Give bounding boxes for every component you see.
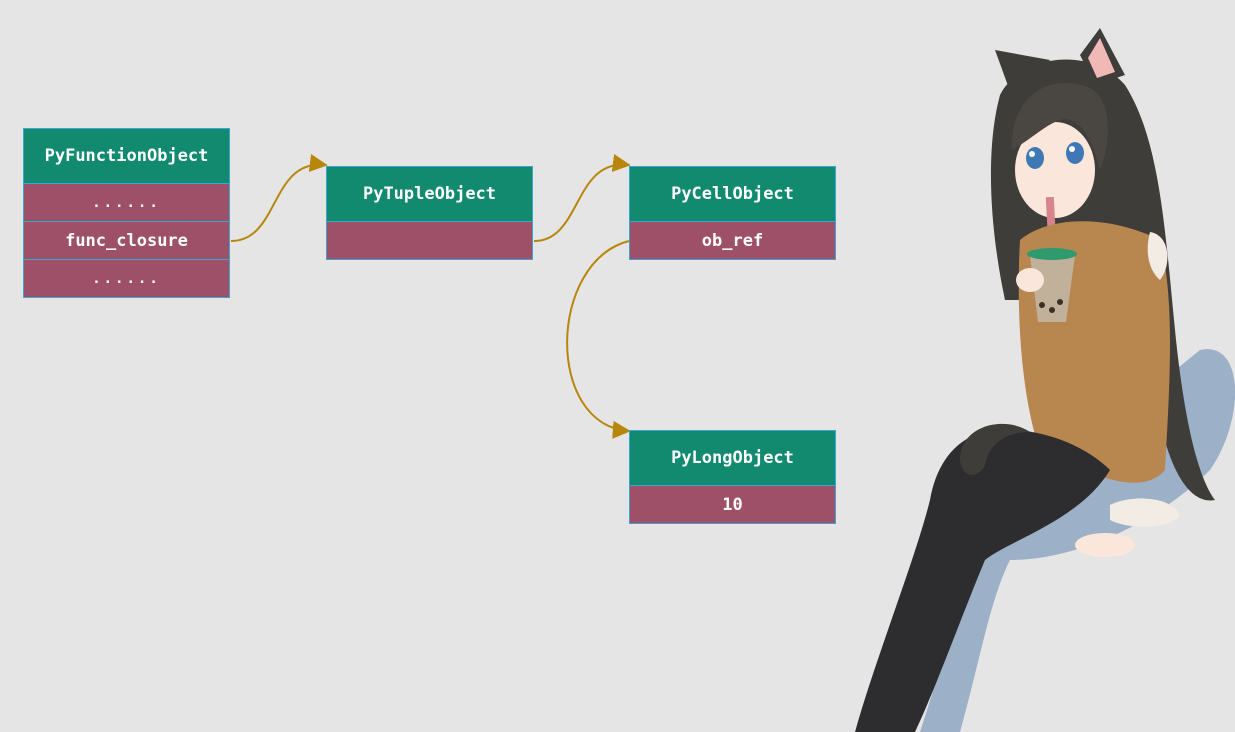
pytupleobject-field-0 xyxy=(326,222,533,260)
pyfunctionobject-field-func-closure: func_closure xyxy=(23,222,230,260)
fur-trim xyxy=(1147,232,1168,280)
pyfunctionobject-field-ellipsis-bottom: ...... xyxy=(23,260,230,298)
cat-ear-left xyxy=(995,50,1050,105)
arrow-func-closure-to-tuple xyxy=(230,154,328,242)
pycellobject-header: PyCellObject xyxy=(629,166,836,222)
arrow-ob-ref-to-long xyxy=(566,240,631,439)
pytupleobject-box: PyTupleObject xyxy=(326,166,533,260)
tail xyxy=(960,423,1030,476)
pyfunctionobject-header: PyFunctionObject xyxy=(23,128,230,184)
pyfunctionobject-box: PyFunctionObject ...... func_closure ...… xyxy=(23,128,230,298)
pylongobject-box: PyLongObject 10 xyxy=(629,430,836,524)
pytupleobject-header: PyTupleObject xyxy=(326,166,533,222)
pylongobject-field-value: 10 xyxy=(629,486,836,524)
pycellobject-box: PyCellObject ob_ref xyxy=(629,166,836,260)
pycellobject-field-ob-ref: ob_ref xyxy=(629,222,836,260)
eye-right xyxy=(1066,142,1084,164)
legs xyxy=(855,429,1110,732)
eye-left xyxy=(1026,147,1044,169)
hand xyxy=(1016,268,1044,292)
arrow-tuple-to-cell xyxy=(533,154,631,242)
pylongobject-header: PyLongObject xyxy=(629,430,836,486)
cat-ear-inner xyxy=(1088,38,1115,78)
anime-girl-illustration xyxy=(855,28,1235,732)
pyfunctionobject-field-ellipsis-top: ...... xyxy=(23,184,230,222)
hair-bangs xyxy=(1011,83,1109,170)
